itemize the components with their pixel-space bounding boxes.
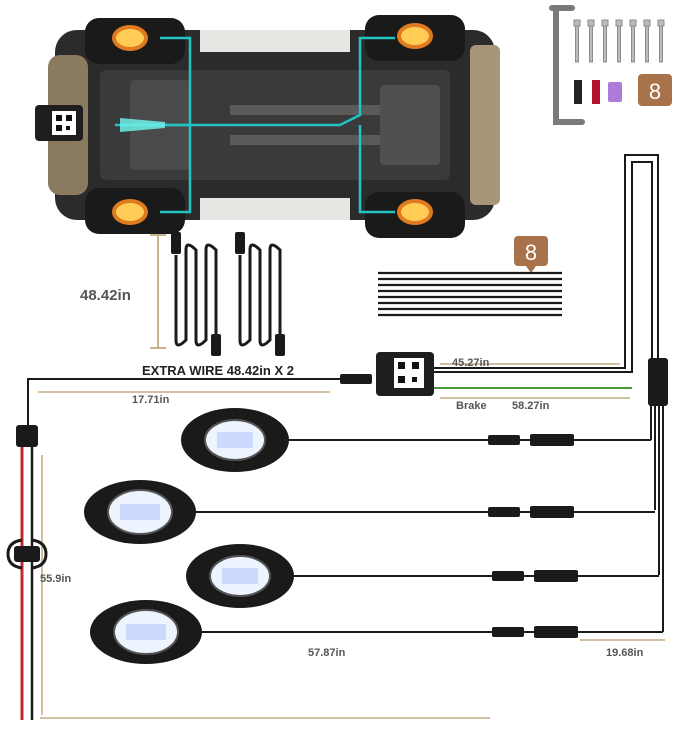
qr-code-icon	[52, 111, 76, 135]
rock-light-pod	[186, 544, 294, 608]
screws-count-badge	[638, 74, 672, 106]
zip-ties: 8	[378, 236, 562, 317]
fuse-holder-icon	[6, 538, 48, 570]
pod-glow-icon	[397, 23, 433, 49]
splitter-harness-icon	[648, 358, 668, 406]
wire-controller-left-length: 17.71in	[132, 394, 170, 406]
controller-plug-icon	[340, 374, 372, 384]
zip-ties-count-badge	[514, 236, 548, 266]
pod-glow-icon	[112, 199, 148, 225]
wire-vertical-left-length: 55.9in	[40, 573, 71, 585]
fuse-holder	[6, 425, 48, 570]
rock-light-pod	[84, 480, 196, 544]
hardware-kit: 8	[549, 5, 672, 125]
vehicle-underside	[35, 15, 500, 238]
extra-wire-length: 48.42in	[80, 287, 131, 304]
dimension-lines	[38, 363, 665, 719]
hex-key-icon	[549, 5, 585, 125]
main-wiring	[20, 154, 664, 720]
inline-connectors	[488, 434, 578, 638]
wire-bottom-left-length: 57.87in	[308, 647, 346, 659]
pod-glow-icon	[397, 199, 433, 225]
zip-ties-count: 8	[525, 240, 537, 265]
pod-glow-icon	[112, 25, 148, 51]
rock-light-pod	[90, 600, 202, 664]
screws-icon	[573, 19, 665, 63]
extra-wires: 48.42in EXTRA WIRE 48.42in X 2	[80, 232, 294, 378]
screws-count: 8	[649, 79, 661, 104]
wire-controller-right-length: 45.27in	[452, 357, 490, 369]
wire-brake-length: 58.27in	[512, 400, 550, 412]
brake-label: Brake	[456, 400, 487, 412]
extra-wire-caption: EXTRA WIRE 48.42in X 2	[142, 363, 294, 378]
wire-bottom-right-length: 19.68in	[606, 647, 644, 659]
rock-light-pod	[181, 408, 289, 472]
terminals-icon	[574, 80, 622, 104]
controller-box	[376, 352, 434, 396]
